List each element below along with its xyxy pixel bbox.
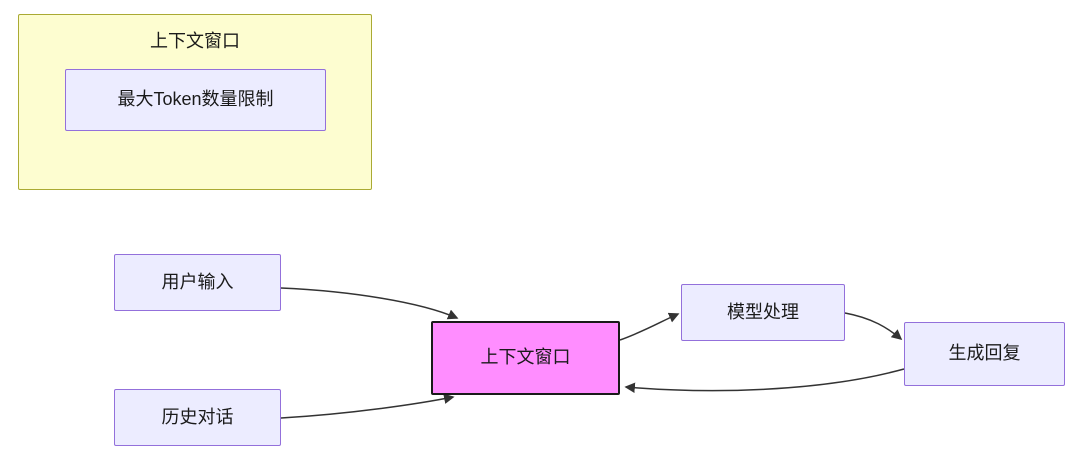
edge-user-input-to-context-window [280, 287, 459, 320]
node-user-input: 用户输入 [114, 254, 281, 311]
edge-history-to-context-window [280, 393, 455, 419]
cluster-title: 上下文窗口 [150, 31, 240, 51]
node-history-dialogue: 历史对话 [114, 389, 281, 446]
cluster-context-window: 上下文窗口 最大Token数量限制 [18, 14, 372, 190]
edge-context-window-to-model-processing [619, 312, 680, 341]
node-context-window: 上下文窗口 [431, 321, 620, 395]
node-max-token-limit: 最大Token数量限制 [65, 69, 326, 131]
node-model-processing: 模型处理 [681, 284, 845, 341]
node-generate-reply: 生成回复 [904, 322, 1065, 386]
edge-generate-reply-to-context-window [624, 368, 905, 393]
edge-model-processing-to-generate-reply [844, 312, 903, 341]
